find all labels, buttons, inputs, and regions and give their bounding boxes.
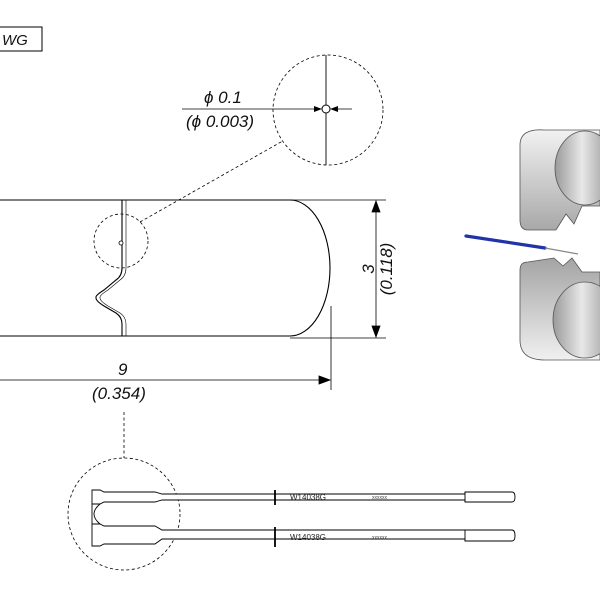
- detail-callout: [93, 137, 289, 269]
- length-label: 9 (0.354): [92, 360, 146, 403]
- length-in: (0.354): [92, 384, 146, 403]
- height-in: (0.118): [377, 243, 396, 296]
- height-dimension: [290, 199, 386, 339]
- height-mm: 3: [359, 264, 378, 274]
- lower-code: xxxxxx: [372, 535, 388, 541]
- tip-outline: [0, 199, 331, 337]
- header-code-box: WG: [0, 26, 43, 52]
- lower-part-number: W14038G: [290, 533, 326, 542]
- wire: [464, 234, 547, 250]
- height-label: 3 (0.118): [359, 243, 396, 296]
- diameter-label: ϕ 0.1 (ϕ 0.003): [186, 88, 254, 131]
- tip-shaft-labels: W14038G xxxxxx W14038G xxxxxx: [290, 493, 388, 542]
- header-code: WG: [2, 32, 28, 49]
- length-mm: 9: [118, 360, 128, 379]
- tweezer-illustration: [464, 129, 600, 361]
- length-dimension: [0, 306, 332, 390]
- diameter-mm: ϕ 0.1: [204, 88, 242, 107]
- magnified-detail: [182, 54, 384, 166]
- upper-part-number: W14038G: [290, 493, 326, 502]
- diameter-in: (ϕ 0.003): [186, 112, 254, 131]
- tip-shafts: [67, 457, 516, 571]
- upper-code: xxxxxx: [372, 495, 388, 501]
